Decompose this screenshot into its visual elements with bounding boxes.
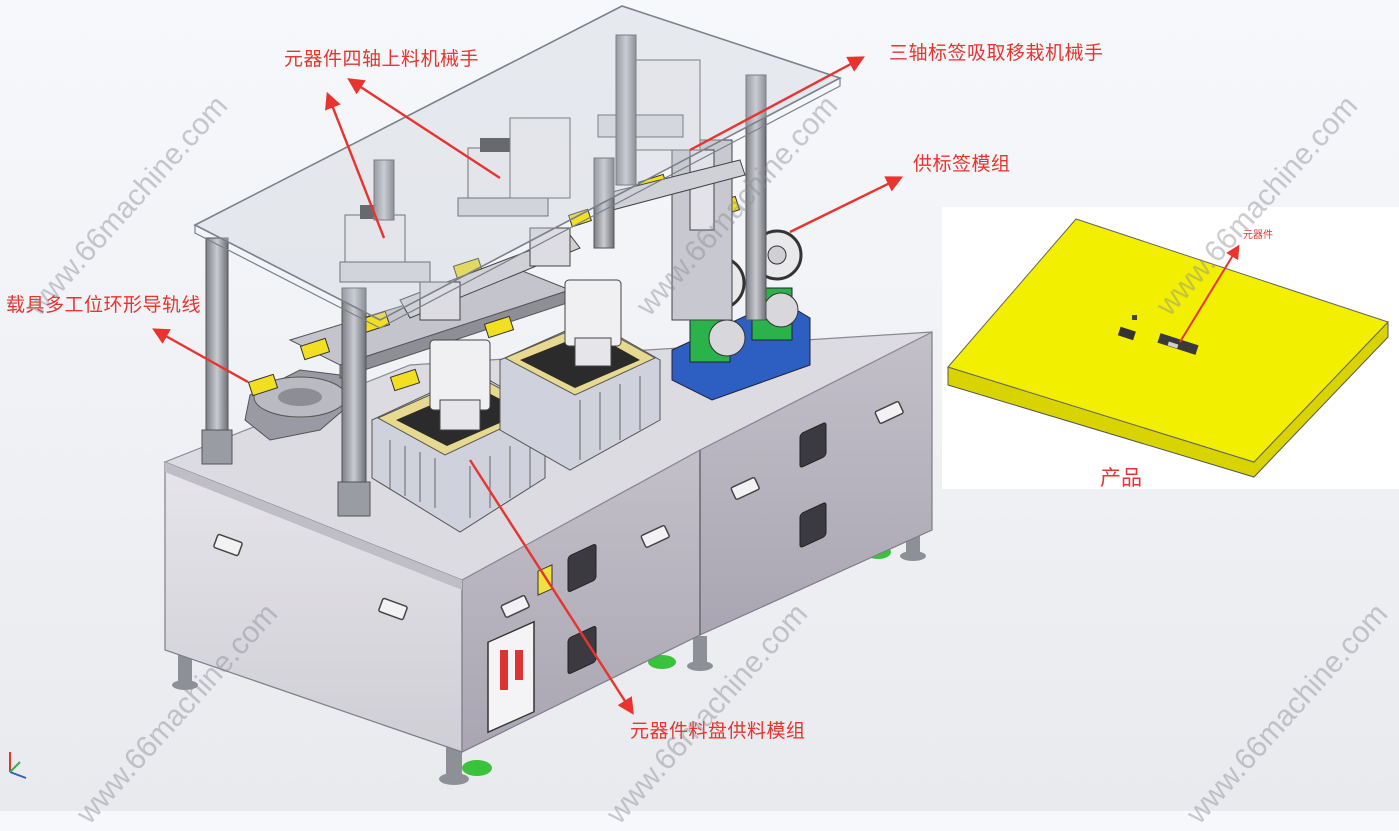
frame-columns bbox=[201, 34, 767, 517]
electrical-panel bbox=[487, 620, 535, 734]
product-caption: 产品 bbox=[1100, 466, 1142, 490]
callout-arrows bbox=[152, 56, 904, 715]
callout-tray-supply: 元器件料盘供料模组 bbox=[630, 720, 806, 742]
arrow-tray-supply bbox=[468, 459, 634, 715]
callout-carrier-track: 载具多工位环形导轨线 bbox=[6, 294, 202, 316]
product-drawing bbox=[947, 218, 1389, 478]
arrow-label-robot bbox=[689, 56, 865, 152]
product-components bbox=[1117, 315, 1199, 355]
callout-label-supply: 供标签模组 bbox=[913, 153, 1011, 175]
machine-render bbox=[163, 5, 933, 785]
arrow-label-supply bbox=[789, 176, 904, 234]
cabinet-handles bbox=[213, 400, 904, 621]
label-feeder bbox=[671, 139, 811, 401]
axis-triad-icon bbox=[9, 752, 27, 779]
component-tag: 元器件 bbox=[1243, 230, 1273, 241]
cabinet-fans bbox=[567, 422, 827, 674]
callout-feeder-robot: 元器件四轴上料机械手 bbox=[284, 48, 480, 70]
arrow-carrier-track bbox=[152, 328, 249, 384]
cad-viewport bbox=[9, 5, 933, 785]
arrow-feeder-robot-left bbox=[325, 91, 386, 239]
arrow-feeder-robot-right bbox=[347, 78, 501, 180]
callout-label-robot: 三轴标签吸取移栽机械手 bbox=[889, 42, 1104, 64]
product-panel bbox=[942, 207, 1399, 489]
air-regulator bbox=[500, 650, 523, 690]
arrow-component bbox=[1179, 244, 1240, 343]
